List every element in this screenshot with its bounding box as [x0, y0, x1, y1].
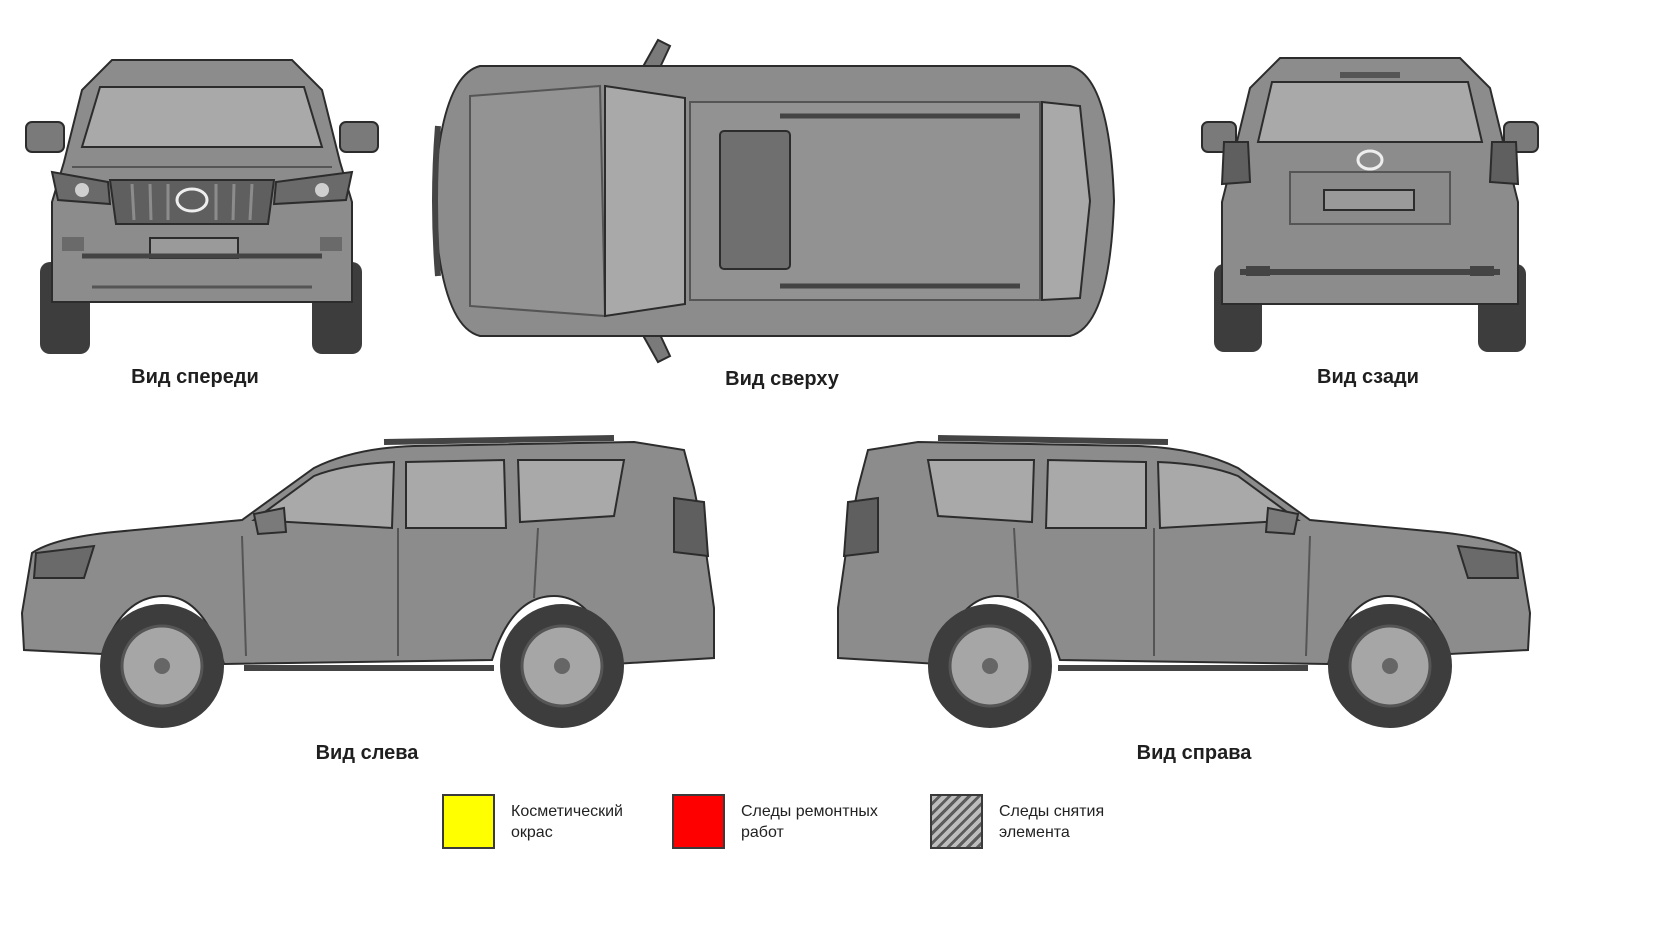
caption-rear-view: Вид сзади [1317, 366, 1419, 388]
legend-label-line1: Следы ремонтных [741, 802, 878, 820]
top-view [430, 36, 1120, 366]
rear-view [1200, 42, 1540, 360]
legend-label-line2: окрас [511, 823, 553, 841]
legend-swatch-red [672, 794, 725, 849]
legend-swatch-yellow [442, 794, 495, 849]
legend-cosmetic-paint: Косметический окрас [442, 794, 661, 849]
caption-top-view: Вид сверху [725, 368, 839, 390]
front-view [22, 42, 382, 360]
right-view [828, 428, 1538, 733]
legend-repair-traces: Следы ремонтных работ [672, 794, 891, 849]
legend-label-line1: Косметический [511, 802, 623, 820]
caption-left-view: Вид слева [315, 742, 419, 764]
legend-label-line2: работ [741, 823, 784, 841]
caption-right-view: Вид справа [1136, 742, 1252, 764]
caption-front-view: Вид спереди [131, 366, 259, 388]
legend-label-line1: Следы снятия [999, 802, 1105, 820]
left-view [14, 428, 724, 733]
legend-element-removal: Следы снятия элемента [930, 794, 1149, 849]
legend-swatch-hatched [930, 794, 983, 849]
legend-label-line2: элемента [999, 823, 1070, 841]
